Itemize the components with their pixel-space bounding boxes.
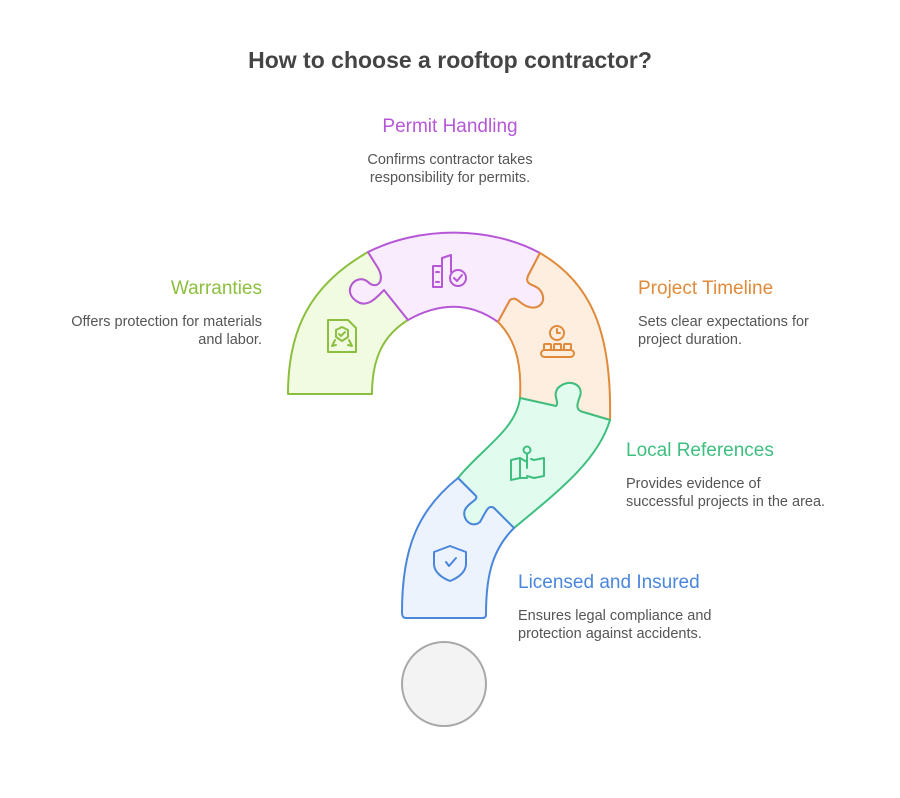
licensed-insured-label: Licensed and Insured	[518, 572, 700, 593]
warranties-description: Offers protection for materials and labo…	[71, 314, 262, 348]
project-timeline-description: Sets clear expectations for project dura…	[638, 314, 809, 348]
local-references-description: Provides evidence of successful projects…	[626, 476, 826, 510]
shield-check-icon	[433, 545, 467, 582]
building-check-icon	[432, 254, 467, 288]
permit-handling-label: Permit Handling	[382, 116, 518, 137]
question-mark-dot	[401, 641, 487, 727]
certificate-badge-icon	[327, 319, 357, 353]
licensed-insured-description: Ensures legal compliance and protection …	[518, 608, 712, 642]
clock-conveyor-icon	[540, 325, 575, 358]
page-title: How to choose a rooftop contractor?	[248, 47, 652, 73]
local-references-label: Local References	[626, 440, 774, 461]
project-timeline-label: Project Timeline	[638, 278, 774, 299]
permit-handling-description: Confirms contractor takes responsibility…	[367, 152, 533, 186]
warranties-label: Warranties	[170, 278, 262, 299]
map-pin-icon	[510, 445, 545, 481]
